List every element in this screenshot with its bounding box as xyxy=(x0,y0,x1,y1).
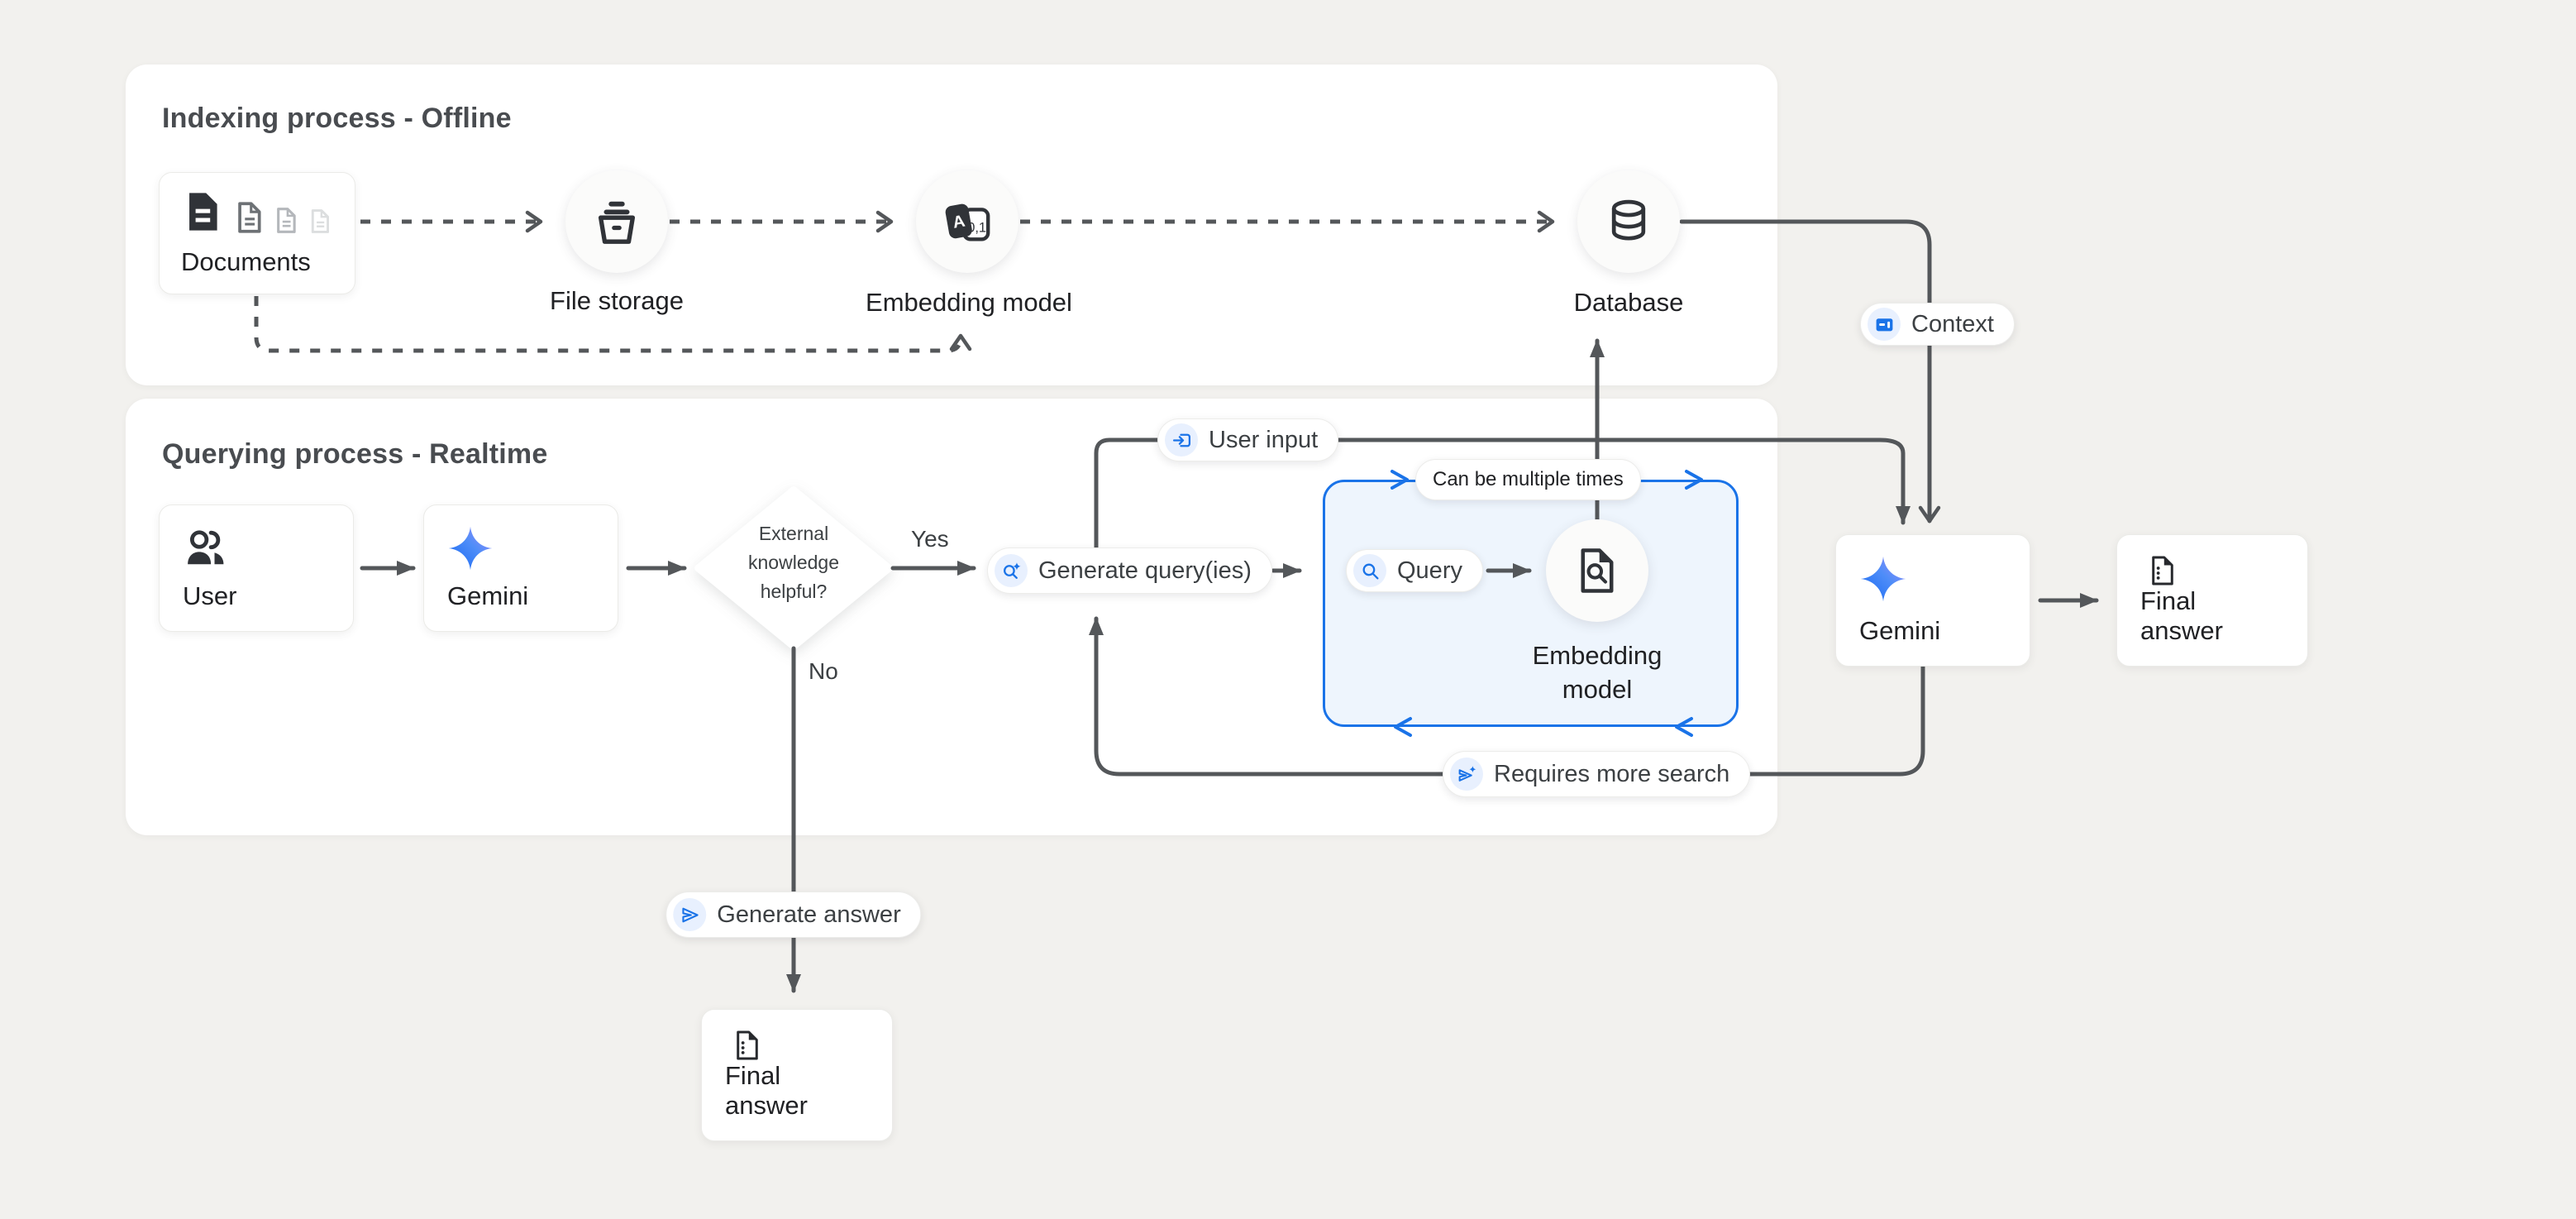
document-icon-dark xyxy=(189,193,217,231)
generate-queries-badge-label: Generate query(ies) xyxy=(1038,557,1252,584)
gemini-star-icon xyxy=(1860,556,1906,602)
doc-search-icon xyxy=(1581,548,1614,593)
requires-more-search-badge-label: Requires more search xyxy=(1494,760,1730,787)
context-badge: Context xyxy=(1860,303,2015,346)
can-be-multiple-times-label: Can be multiple times xyxy=(1433,468,1624,490)
send-sparkle-icon xyxy=(1450,758,1483,791)
generate-answer-badge-label: Generate answer xyxy=(717,901,901,928)
gemini-star-icon xyxy=(448,526,493,571)
document-icon-light xyxy=(277,208,297,233)
svg-text:A: A xyxy=(952,213,967,232)
send-icon xyxy=(673,898,707,931)
final-answer-right-node: Final answer xyxy=(2116,534,2308,667)
search-sparkle-icon xyxy=(995,554,1028,587)
context-icon xyxy=(1868,308,1901,341)
context-badge-label: Context xyxy=(1911,310,1994,337)
edge-label-yes: Yes xyxy=(911,526,949,552)
final-answer-doc-icon xyxy=(2152,556,2173,586)
gemini-router-label: Gemini xyxy=(447,581,529,610)
svg-text:0,1: 0,1 xyxy=(967,221,986,236)
query-badge-label: Query xyxy=(1397,557,1462,584)
search-icon xyxy=(1353,554,1386,587)
edge-label-no: No xyxy=(809,658,838,684)
indexing-panel-title: Indexing process - Offline xyxy=(162,103,512,134)
documents-node: Documents xyxy=(159,172,355,294)
final-answer-doc-icon xyxy=(737,1030,758,1060)
user-node: User xyxy=(159,504,354,632)
embedding-model-icon: 0,1 A xyxy=(945,203,990,241)
query-embedding-model-label: Embedding model xyxy=(1532,641,1662,704)
query-embedding-model-node xyxy=(1546,519,1648,622)
can-be-multiple-times-badge: Can be multiple times xyxy=(1415,459,1641,500)
final-answer-right-label: Final answer xyxy=(2140,586,2223,645)
gemini-router-node: Gemini xyxy=(423,504,618,632)
file-storage-node xyxy=(565,170,668,273)
embedding-model-offline-label: Embedding model xyxy=(866,288,1072,317)
file-storage-icon xyxy=(598,201,636,244)
final-answer-bottom-node: Final answer xyxy=(701,1009,893,1141)
user-input-badge: User input xyxy=(1157,418,1339,461)
file-storage-label: File storage xyxy=(550,286,684,315)
database-label: Database xyxy=(1573,288,1684,317)
database-icon xyxy=(1611,199,1646,241)
document-icon-gray xyxy=(237,202,261,233)
user-input-badge-label: User input xyxy=(1209,426,1319,453)
input-icon xyxy=(1165,423,1198,457)
user-label: User xyxy=(183,581,237,610)
requires-more-search-badge: Requires more search xyxy=(1443,751,1751,797)
document-icon-faint xyxy=(312,209,330,233)
query-badge: Query xyxy=(1346,549,1483,592)
users-icon xyxy=(188,530,224,565)
generate-answer-badge: Generate answer xyxy=(665,892,922,938)
generate-queries-badge: Generate query(ies) xyxy=(987,547,1272,594)
documents-label: Documents xyxy=(181,247,311,276)
gemini-answer-node: Gemini xyxy=(1835,534,2030,667)
gemini-answer-label: Gemini xyxy=(1859,616,1941,645)
querying-panel-title: Querying process - Realtime xyxy=(162,438,548,470)
database-node xyxy=(1577,170,1680,273)
decision-label: External knowledge helpful? xyxy=(748,523,839,602)
documents-icon xyxy=(181,189,333,234)
final-answer-bottom-label: Final answer xyxy=(725,1061,808,1120)
embedding-model-offline-node: 0,1 A xyxy=(916,170,1018,273)
